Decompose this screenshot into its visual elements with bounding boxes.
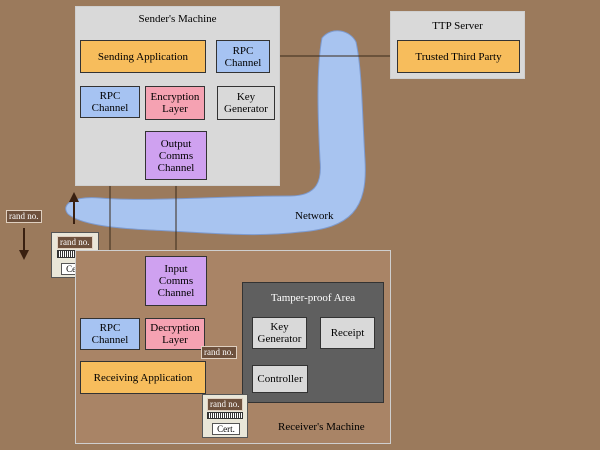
tamper-proof-title: Tamper-proof Area [270,292,356,304]
sending-application-box: Sending Application [80,40,206,73]
cert-bottom: Cert. [212,423,240,435]
token-card-left-tag: rand no. [57,236,93,249]
token-card-bottom: rand no. Cert. [202,394,248,438]
barcode-bottom [207,412,243,419]
trusted-third-party-box: Trusted Third Party [397,40,520,73]
rpc-channel-sender-box: RPC Channel [80,86,140,118]
receiving-application-box: Receiving Application [80,361,206,394]
receipt-box: Receipt [320,317,375,349]
receiver-machine-title: Receiver's Machine [278,421,365,433]
controller-box: Controller [252,365,308,393]
rpc-channel-top-box: RPC Channel [216,40,270,73]
key-generator-receiver-box: Key Generator [252,317,307,349]
rpc-channel-receiver-box: RPC Channel [80,318,140,350]
rand-no-tag-receiver: rand no. [201,346,237,359]
key-generator-sender-box: Key Generator [217,86,275,120]
decryption-layer-box: Decryption Layer [145,318,205,350]
encryption-layer-box: Encryption Layer [145,86,205,120]
token-card-bottom-tag: rand no. [207,398,243,411]
sender-machine-title: Sender's Machine [138,13,217,25]
ttp-server-title: TTP Server [432,20,483,32]
network-cloud [65,30,366,236]
network-label: Network [295,210,334,222]
input-comms-channel-box: Input Comms Channel [145,256,207,306]
output-comms-channel-box: Output Comms Channel [145,131,207,180]
left-arrows [19,192,79,260]
rand-no-tag-left: rand no. [6,210,42,223]
